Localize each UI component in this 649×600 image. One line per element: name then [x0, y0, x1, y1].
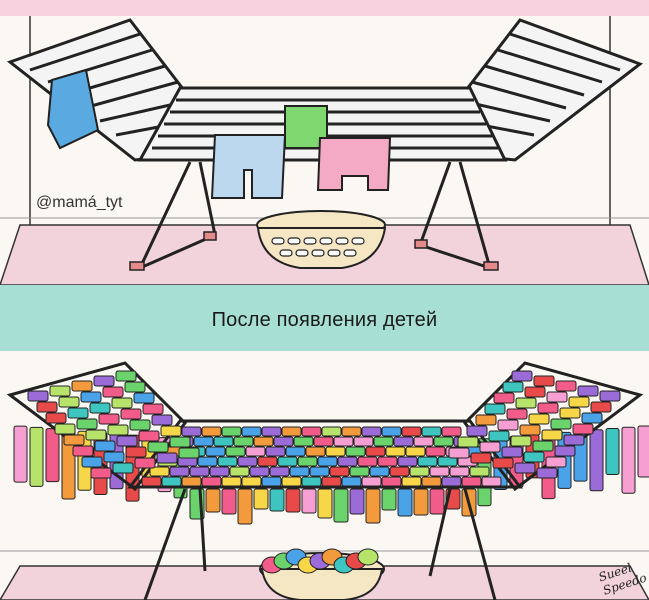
caption-banner: После появления детей	[0, 285, 649, 351]
clothes-icon	[46, 68, 392, 199]
clothes-icon	[27, 370, 621, 487]
caption-text: После появления детей	[211, 309, 438, 331]
before-illustration	[0, 0, 649, 285]
watermark: @mamá_tyt	[36, 194, 123, 211]
laundry-basket-icon	[256, 210, 387, 269]
after-illustration	[0, 361, 649, 600]
top-strip	[0, 0, 649, 16]
after-panel: Sueel Speedo	[0, 351, 649, 600]
laundry-basket-icon	[259, 548, 385, 600]
before-panel: @mamá_tyt	[0, 0, 649, 285]
